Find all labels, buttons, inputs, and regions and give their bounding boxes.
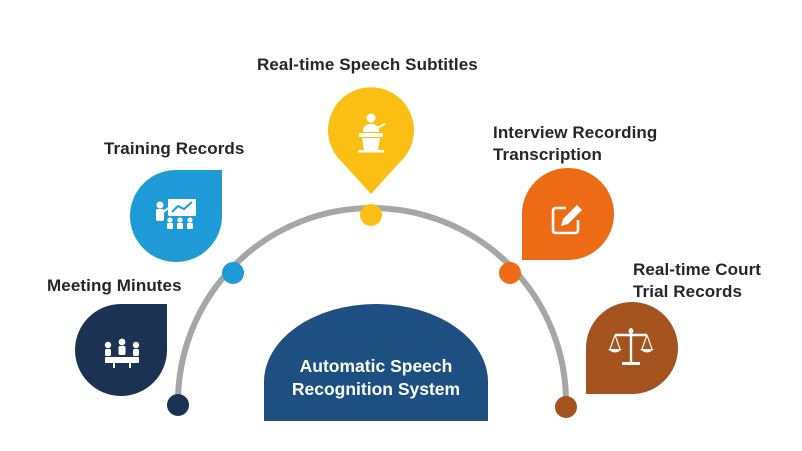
label-interview-recording-transcription: Interview Recording Transcription <box>493 123 658 164</box>
label-realtime-speech-subtitles: Real-time Speech Subtitles <box>257 55 478 74</box>
training-icon <box>156 199 196 229</box>
arc-dot <box>222 262 244 284</box>
label-realtime-court-trial-records: Real-time Court Trial Records <box>633 260 762 301</box>
arc-dot <box>499 262 521 284</box>
arc-dot <box>555 396 577 418</box>
center-title: Automatic Speech Recognition System <box>260 355 492 401</box>
arc-dot <box>360 204 382 226</box>
arc-dot <box>167 394 189 416</box>
node-interview-recording-transcription <box>499 168 614 284</box>
center-title-line-1: Automatic Speech <box>299 356 453 376</box>
pin-bubble <box>576 302 678 394</box>
node-training-records <box>130 170 244 284</box>
edit-note-icon <box>551 205 582 235</box>
label-meeting-minutes: Meeting Minutes <box>47 276 182 295</box>
speaker-podium-icon <box>358 113 386 153</box>
center-title-line-2: Recognition System <box>291 379 461 399</box>
node-realtime-court-trial-records <box>555 302 678 418</box>
label-training-records: Training Records <box>104 139 245 158</box>
node-meeting-minutes <box>75 304 189 416</box>
meeting-icon <box>104 338 140 368</box>
center-dome <box>264 304 488 421</box>
node-realtime-speech-subtitles <box>327 87 414 226</box>
scales-of-justice-icon <box>608 328 654 365</box>
